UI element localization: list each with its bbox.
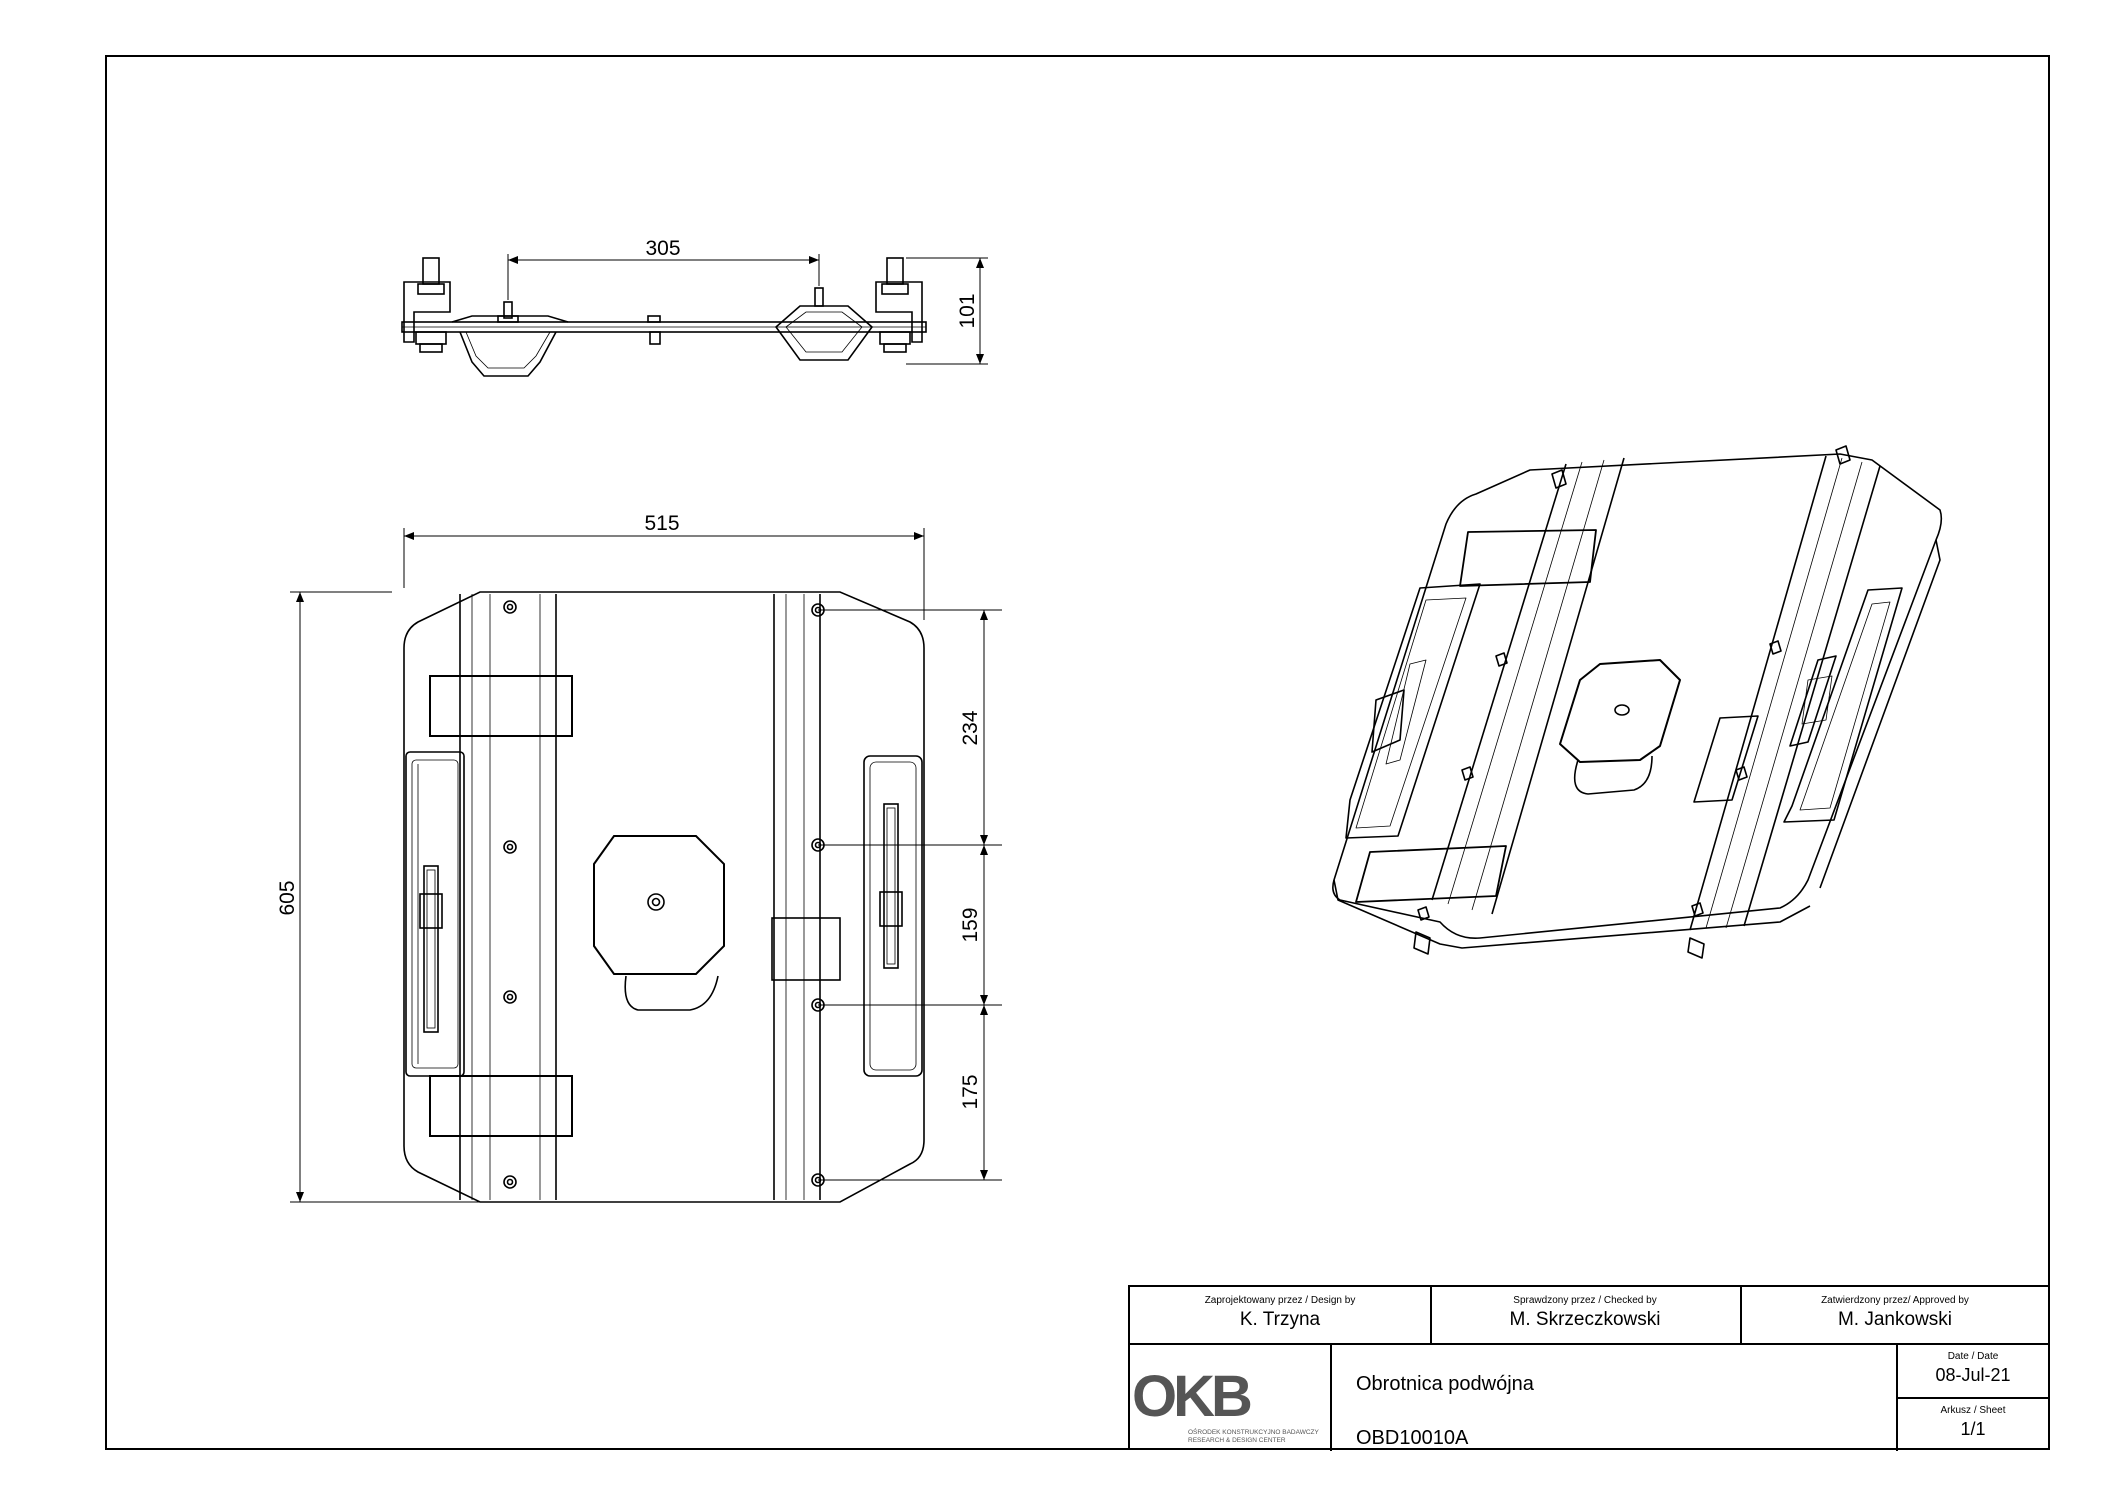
checked-label: Sprawdzony przez / Checked by [1513, 1295, 1657, 1306]
logo-subtitle-line1: OŚRODEK KONSTRUKCYJNO BADAWCZY [1188, 1429, 1319, 1436]
checked-value: M. Skrzeczkowski [1509, 1309, 1661, 1330]
design-value: K. Trzyna [1239, 1309, 1321, 1330]
side-view-dimensions [507, 254, 988, 365]
approved-label: Zatwierdzony przez/ Approved by [1821, 1295, 1969, 1306]
dim-right-upper: 234 [959, 710, 982, 745]
drawing-title: Obrotnica podwójna [1356, 1373, 1534, 1395]
title-block: Zaprojektowany przez / Design by K. Trzy… [1128, 1285, 2050, 1451]
dim-top-span: 305 [645, 237, 680, 260]
logo-subtitle: OŚRODEK KONSTRUKCYJNO BADAWCZY RESEARCH … [1188, 1429, 1319, 1445]
dim-right-lower: 175 [959, 1074, 982, 1109]
design-cell: Zaprojektowany przez / Design by K. Trzy… [1130, 1287, 1430, 1343]
okb-logo: OKB OŚRODEK KONSTRUKCYJNO BADAWCZY RESEA… [1130, 1345, 1330, 1451]
plan-view [403, 591, 925, 1203]
sheet-label: Arkusz / Sheet [1940, 1405, 2006, 1416]
logo-subtitle-line2: RESEARCH & DESIGN CENTER [1188, 1437, 1286, 1444]
dim-plan-height: 605 [276, 880, 299, 915]
plan-view-dimensions [290, 528, 1002, 1203]
date-label: Date / Date [1947, 1351, 1999, 1362]
date-value: 08-Jul-21 [1935, 1365, 2011, 1385]
approved-value: M. Jankowski [1837, 1309, 1953, 1330]
side-view [401, 257, 927, 377]
drawing-frame [105, 55, 2050, 1450]
sheet-value: 1/1 [1960, 1419, 1986, 1439]
dim-right-middle: 159 [959, 907, 982, 942]
dim-top-height: 101 [956, 293, 979, 328]
isometric-view [1332, 445, 1943, 959]
dim-plan-width: 515 [644, 512, 679, 535]
logo-mark: OKB [1132, 1364, 1253, 1429]
approved-cell: Zatwierdzony przez/ Approved by M. Janko… [1740, 1287, 2050, 1343]
design-label: Zaprojektowany przez / Design by [1204, 1295, 1356, 1306]
checked-cell: Sprawdzony przez / Checked by M. Skrzecz… [1430, 1287, 1740, 1343]
drawing-number: OBD10010A [1356, 1427, 1469, 1449]
